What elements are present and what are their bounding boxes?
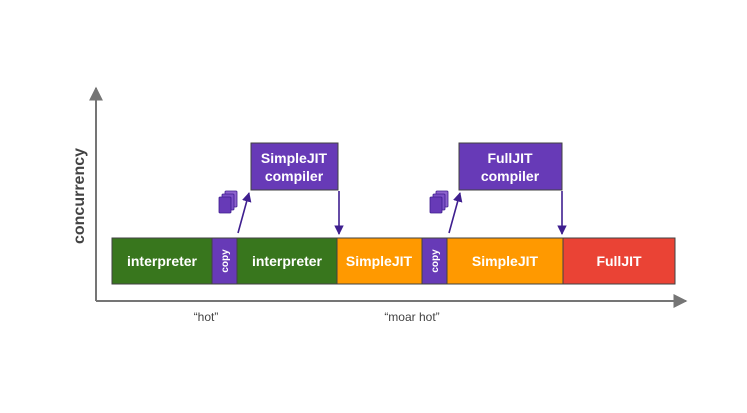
- segment-simplejit-1: [336, 237, 423, 285]
- segment-interpreter-2: [236, 237, 338, 285]
- fulljit-compiler-box: [458, 142, 563, 191]
- y-axis-label: concurrency: [71, 148, 88, 244]
- simplejit-compiler-box: [250, 142, 339, 191]
- copy-to-simplejit-compiler-arrow: [237, 192, 252, 234]
- copy-stack-icon: [429, 190, 449, 214]
- copy-to-fulljit-compiler-arrow: [448, 192, 463, 234]
- copy-stack-icon: [218, 190, 238, 214]
- segment-simplejit-1-label: SimpleJIT: [346, 253, 413, 269]
- simplejit-compiler-line1: SimpleJIT: [261, 150, 328, 166]
- segment-interpreter-1-label: interpreter: [127, 253, 198, 269]
- segment-simplejit-2-label: SimpleJIT: [472, 253, 539, 269]
- segment-interpreter-2-label: interpreter: [252, 253, 323, 269]
- segment-simplejit-2: [446, 237, 564, 285]
- segment-copy-1-label: copy: [220, 249, 231, 273]
- segment-fulljit: [562, 237, 676, 285]
- simplejit-compiler-line2: compiler: [265, 168, 324, 184]
- timeline-bar: interpreter copy interpreter SimpleJIT c…: [111, 237, 676, 285]
- hot-annotation: “hot”: [194, 310, 219, 324]
- fulljit-compiler-line1: FullJIT: [487, 150, 533, 166]
- fulljit-compiler-line2: compiler: [481, 168, 540, 184]
- moar-hot-annotation: “moar hot”: [384, 310, 439, 324]
- segment-interpreter-1: [111, 237, 213, 285]
- segment-fulljit-label: FullJIT: [596, 253, 642, 269]
- segment-copy-2-label: copy: [430, 249, 441, 273]
